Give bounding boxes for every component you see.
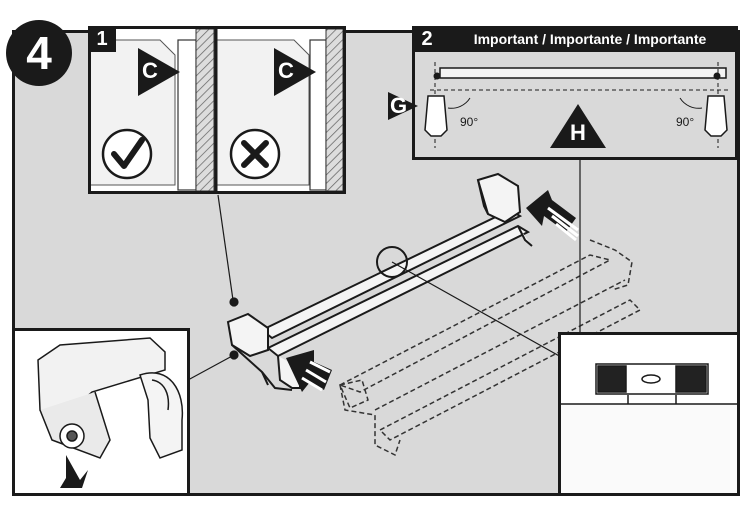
push-arrow-left bbox=[286, 350, 332, 392]
label-g: G bbox=[390, 93, 408, 118]
inset-1-drawing bbox=[91, 28, 344, 192]
towel-bar bbox=[226, 172, 533, 391]
h-pointer bbox=[550, 104, 606, 148]
bottom-right-detail-panel bbox=[558, 332, 740, 496]
bottom-left-drawing bbox=[15, 331, 187, 493]
g-pointer bbox=[388, 92, 418, 120]
center-marker bbox=[376, 246, 408, 278]
push-arrow-right bbox=[526, 190, 579, 242]
bottom-left-detail-panel bbox=[12, 328, 190, 496]
angle-right-label: 90° bbox=[676, 115, 695, 129]
important-header: Important / Importante / Importante bbox=[442, 27, 738, 52]
inset-2-number: 2 bbox=[412, 26, 442, 52]
inset-1-panel bbox=[88, 26, 346, 194]
target-bar-outline bbox=[338, 239, 642, 457]
step-number-badge: 4 bbox=[6, 20, 72, 86]
label-c-left: C bbox=[142, 58, 158, 83]
bottom-right-drawing bbox=[561, 335, 737, 493]
inset-2-drawing bbox=[424, 62, 728, 148]
angle-left-label: 90° bbox=[460, 115, 479, 129]
leader-lines bbox=[187, 160, 581, 381]
label-c-right: C bbox=[278, 58, 294, 83]
inset-1-number: 1 bbox=[88, 26, 116, 52]
label-h: H bbox=[570, 120, 586, 145]
